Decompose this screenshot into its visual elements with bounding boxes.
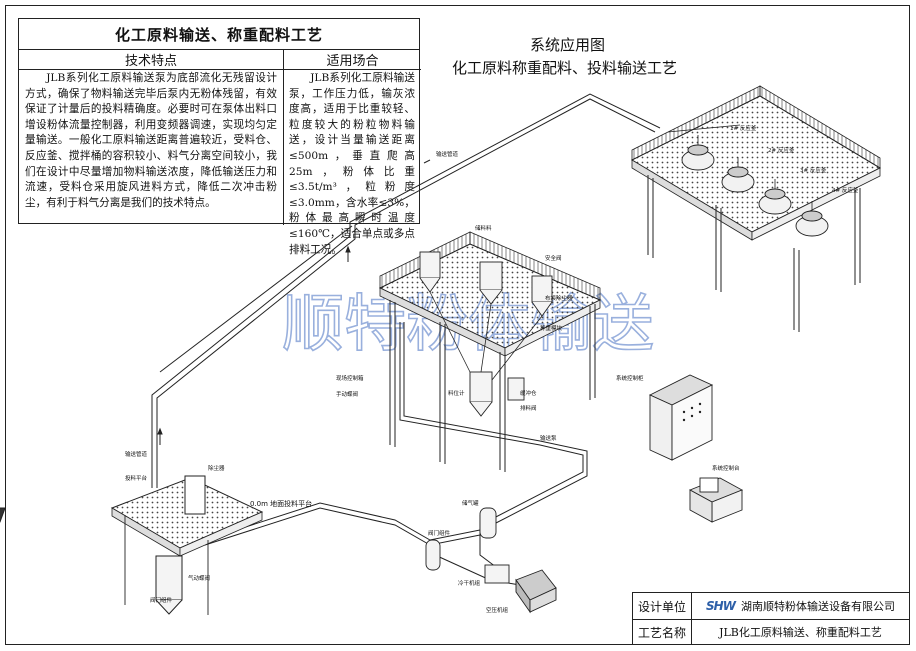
diagram-title: 系统应用图 (530, 36, 606, 54)
title-block: 设计单位 SHW 湖南顺特粉体输送设备有限公司 工艺名称 JLB化工原料输送、称… (632, 592, 910, 645)
company-name: 湖南顺特粉体输送设备有限公司 (740, 600, 895, 613)
tech-features-heading: 技术特点 (19, 49, 283, 70)
applications-heading: 适用场合 (284, 49, 421, 70)
tech-features-text: JLB系列化工原料输送泵为底部流化无残留设计方式，确保了物料输送完毕后泵内无粉体… (25, 72, 277, 209)
process-name-row: 工艺名称 JLB化工原料输送、称重配料工艺 (633, 619, 909, 645)
drawing-frame (5, 5, 910, 645)
description-panel: 化工原料输送、称重配料工艺 技术特点 适用场合 JLB系列化工原料输送泵为底部流… (18, 18, 421, 256)
design-unit-label: 设计单位 (633, 593, 692, 619)
applications-text: JLB系列化工原料输送泵，工作压力低，输灰浓度高，适用于比重较轻、粒度较大的粉粒… (289, 72, 415, 256)
design-unit-row: 设计单位 SHW 湖南顺特粉体输送设备有限公司 (633, 593, 909, 620)
design-unit-value: SHW 湖南顺特粉体输送设备有限公司 (692, 598, 909, 614)
process-name-value: JLB化工原料输送、称重配料工艺 (719, 626, 882, 639)
company-logo: SHW (706, 599, 736, 613)
diagram-subtitle: 化工原料称重配料、投料输送工艺 (452, 59, 678, 77)
column-divider (283, 49, 284, 225)
process-name-label: 工艺名称 (633, 619, 692, 645)
panel-title: 化工原料输送、称重配料工艺 (19, 19, 419, 50)
